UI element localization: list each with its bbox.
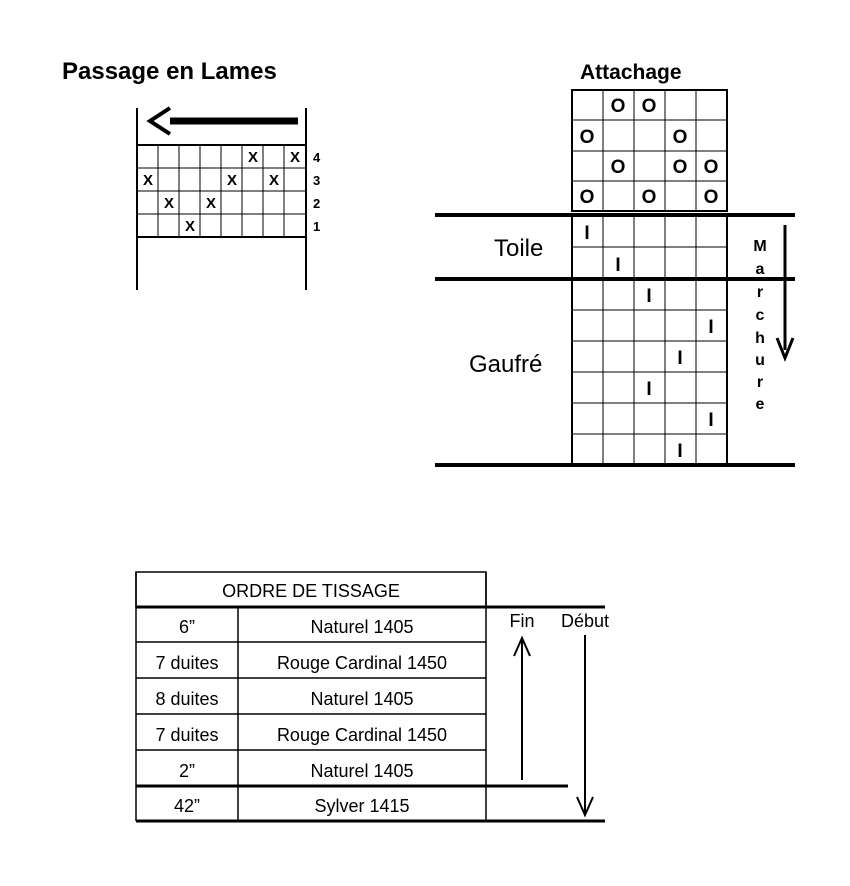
attachage-title: Attachage [580,61,682,84]
passage-mark: X [185,218,195,235]
marchure-mark: I [646,286,651,307]
arrow-up-icon [513,635,531,780]
ordre-qty: 6” [179,617,195,637]
passage-row-label: 2 [313,196,320,211]
ordre-qty: 2” [179,761,195,781]
debut-label: Début [561,611,609,631]
passage-title: Passage en Lames [62,58,277,85]
passage-row-label: 3 [313,173,320,188]
passage-mark: X [164,195,174,212]
marchure-mark: I [677,348,682,369]
ordre-color: Naturel 1405 [310,689,413,709]
ordre-color: Naturel 1405 [310,761,413,781]
marchure-letter: M [753,238,766,255]
marchure-mark: I [584,223,589,244]
attachage-mark: O [642,187,657,208]
marchure-letter: h [755,330,765,347]
passage-mark: X [206,195,216,212]
passage-row-label: 1 [313,219,320,234]
ordre-qty: 7 duites [155,653,218,673]
marchure-letter: r [757,284,763,301]
fin-label: Fin [509,611,534,631]
marchure-letter: u [755,352,765,369]
marchure-mark: I [708,410,713,431]
marchure-letter: a [756,261,765,278]
attachage-mark: O [642,96,657,117]
marchure-letter: r [757,374,763,391]
attachage-mark: O [611,157,626,178]
section-label-toile: Toile [494,235,543,262]
marchure-mark: I [708,317,713,338]
attachage-mark: O [673,157,688,178]
passage-mark: X [248,149,258,166]
passage-mark: X [143,172,153,189]
attachage-grid [571,89,728,212]
attachage-mark: O [580,187,595,208]
ordre-color: Naturel 1405 [310,617,413,637]
arrow-down-icon [775,225,795,363]
ordre-color: Rouge Cardinal 1450 [277,653,447,673]
ordre-qty: 7 duites [155,725,218,745]
marchure-mark: I [615,255,620,276]
passage-mark: X [227,172,237,189]
section-label-gaufre: Gaufré [469,351,542,378]
passage-grid [136,144,307,238]
marchure-grid [571,214,728,466]
arrow-down-icon [576,635,594,818]
attachage-mark: O [673,127,688,148]
attachage-mark: O [704,187,719,208]
marchure-mark: I [677,441,682,462]
passage-row-label: 4 [313,150,321,165]
attachage-mark: O [611,96,626,117]
passage-mark: X [290,149,300,166]
marchure-mark: I [646,379,651,400]
attachage-mark: O [704,157,719,178]
ordre-color: Rouge Cardinal 1450 [277,725,447,745]
ordre-qty: 42” [174,796,200,816]
marchure-letter: e [756,396,765,413]
ordre-color: Sylver 1415 [314,796,409,816]
attachage-mark: O [580,127,595,148]
ordre-table-frame [135,571,605,823]
arrow-left-icon [146,106,298,136]
marchure-letter: c [756,307,765,324]
ordre-qty: 8 duites [155,689,218,709]
ordre-title: ORDRE DE TISSAGE [222,581,400,601]
passage-mark: X [269,172,279,189]
